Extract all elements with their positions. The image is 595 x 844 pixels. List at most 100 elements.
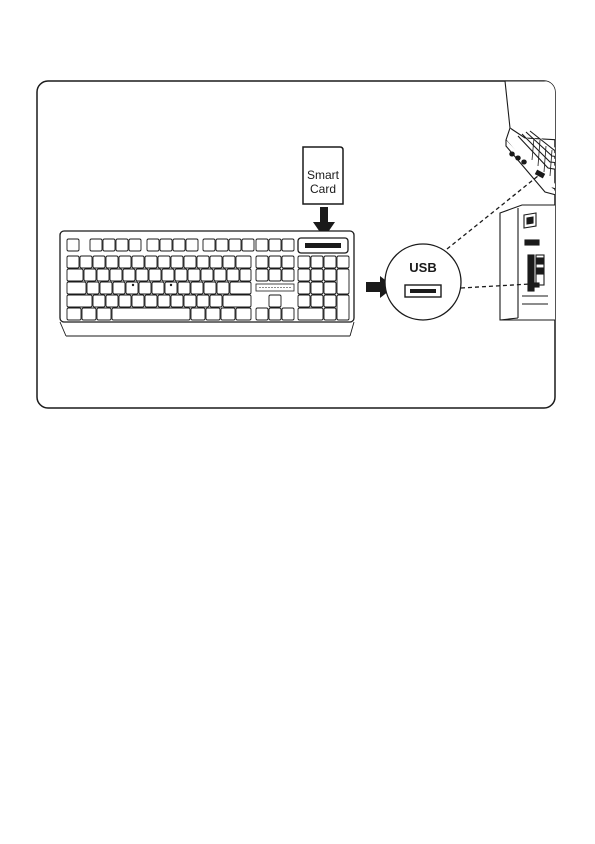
keyboard-key [236, 256, 251, 268]
keyboard-key [269, 239, 281, 251]
keyboard-key [206, 308, 220, 320]
keyboard-key [298, 282, 310, 294]
keyboard-key [100, 282, 112, 294]
keyboard-key [97, 269, 109, 281]
keyboard-key [242, 239, 254, 251]
keyboard-key [103, 239, 115, 251]
keyboard-key [229, 239, 241, 251]
keyboard-key [298, 295, 310, 307]
keyboard-key [67, 308, 81, 320]
key-bump [170, 284, 172, 286]
keyboard-key [324, 282, 336, 294]
keyboard-key [186, 239, 198, 251]
keyboard-key [132, 256, 144, 268]
keyboard-key [223, 295, 251, 307]
keyboard-key [223, 256, 235, 268]
keyboard-key [119, 295, 131, 307]
keyboard-key [311, 269, 323, 281]
keyboard-key [324, 269, 336, 281]
keyboard-key [282, 239, 294, 251]
keyboard-key [269, 295, 281, 307]
keyboard-key [337, 269, 349, 294]
keyboard-key [236, 308, 251, 320]
usb-label: USB [409, 260, 436, 275]
keyboard-key [298, 269, 310, 281]
keyboard-key [80, 256, 92, 268]
keyboard-key [204, 282, 216, 294]
keyboard-key [269, 269, 281, 281]
keyboard-key [67, 269, 83, 281]
keyboard-key [256, 256, 268, 268]
keyboard-key [256, 269, 268, 281]
keyboard-key [171, 256, 183, 268]
keyboard-key [67, 282, 86, 294]
keyboard-key [269, 308, 281, 320]
keyboard-illustration [60, 231, 354, 336]
keyboard-key [82, 308, 96, 320]
keyboard-key [158, 295, 170, 307]
keyboard-key [184, 256, 196, 268]
keyboard-key [210, 256, 222, 268]
keyboard-key [197, 256, 209, 268]
desktop-tower-illustration [500, 205, 560, 320]
keyboard-key [93, 256, 105, 268]
keyboard-key [203, 239, 215, 251]
keyboard-key [214, 269, 226, 281]
keyboard-key [123, 269, 135, 281]
keyboard-key [188, 269, 200, 281]
keyboard-key [132, 295, 144, 307]
keyboard-key [221, 308, 235, 320]
smart-card-label-line1: Smart [307, 168, 340, 182]
keyboard-key [149, 269, 161, 281]
usb-port-callout: USB [385, 244, 461, 320]
keyboard-key [147, 239, 159, 251]
keyboard-key [158, 256, 170, 268]
keyboard-key [126, 282, 138, 294]
keyboard-key [337, 295, 349, 320]
keyboard-key [217, 282, 229, 294]
keyboard-key [311, 256, 323, 268]
keyboard-key [152, 282, 164, 294]
keyboard-key [269, 256, 281, 268]
keyboard-key [67, 239, 79, 251]
keyboard-key [171, 295, 183, 307]
keyboard-key [106, 295, 118, 307]
keyboard-key [210, 295, 222, 307]
keyboard-key [256, 239, 268, 251]
keyboard-key [116, 239, 128, 251]
keyboard-key [282, 256, 294, 268]
keyboard-key [97, 308, 111, 320]
keyboard-key [165, 282, 177, 294]
keyboard-key [184, 295, 196, 307]
smart-card: Smart Card [303, 147, 343, 204]
keyboard-key [191, 282, 203, 294]
keyboard-key [197, 295, 209, 307]
keyboard-key [90, 239, 102, 251]
keyboard-key [160, 239, 172, 251]
keyboard-key [145, 295, 157, 307]
keyboard-key [173, 239, 185, 251]
keyboard-key [67, 256, 79, 268]
keyboard-key [67, 295, 92, 307]
keyboard-key [139, 282, 151, 294]
keyboard-key [240, 269, 251, 281]
keyboard-key [324, 295, 336, 307]
keyboard-key [298, 308, 323, 320]
keyboard-key [110, 269, 122, 281]
keyboard-key [106, 256, 118, 268]
keyboard-key [337, 256, 349, 268]
keyboard-key [201, 269, 213, 281]
keyboard-key [119, 256, 131, 268]
keyboard-key [216, 239, 228, 251]
keyboard-key [324, 256, 336, 268]
tower-usb-port [529, 283, 539, 287]
keyboard-key [113, 282, 125, 294]
keyboard-key [298, 256, 310, 268]
smart-card-label-line2: Card [310, 182, 336, 196]
keyboard-key [282, 269, 294, 281]
keyboard-key [129, 239, 141, 251]
keyboard-key [282, 308, 294, 320]
keyboard-key [227, 269, 239, 281]
